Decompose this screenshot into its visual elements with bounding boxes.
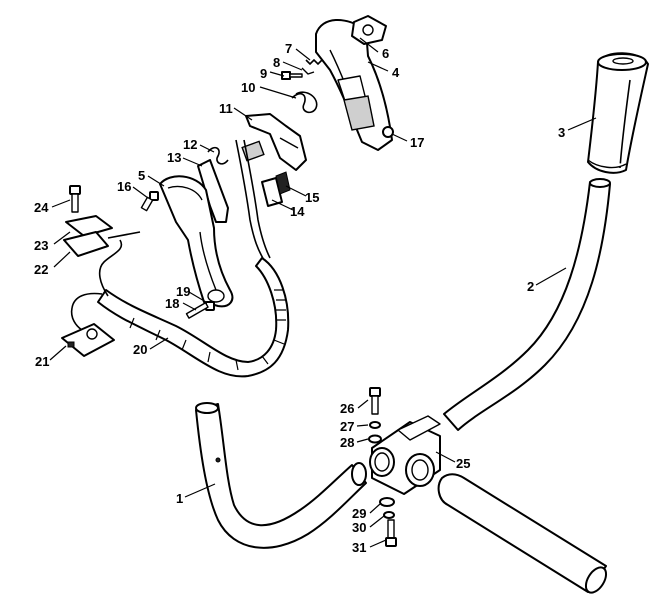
part-7-spring (305, 58, 323, 66)
callout-labels: 1 2 3 4 5 6 7 8 9 10 11 12 13 14 15 16 1… (34, 41, 565, 555)
part-22-contact-spring (63, 231, 141, 257)
part-25-clamp (369, 415, 441, 495)
callout-20: 20 (133, 342, 147, 357)
callout-2: 2 (527, 279, 534, 294)
part-16-screw (140, 191, 159, 212)
part-10-torsion-spring (291, 91, 318, 114)
part-5-rear-handle (159, 175, 234, 308)
callout-24: 24 (34, 200, 49, 215)
callout-17: 17 (410, 135, 424, 150)
part-3-grip (587, 52, 649, 174)
callout-10: 10 (241, 80, 255, 95)
callout-1: 1 (176, 491, 183, 506)
callout-26: 26 (340, 401, 354, 416)
callout-30: 30 (352, 520, 366, 535)
callout-16: 16 (117, 179, 131, 194)
part-6-star-knob (351, 15, 387, 45)
part-15-contact (275, 171, 291, 195)
part-12-spring (207, 146, 229, 165)
callout-19: 19 (176, 284, 190, 299)
cable-assembly (70, 139, 290, 378)
callout-23: 23 (34, 238, 48, 253)
part-26-screw (369, 387, 381, 415)
callout-22: 22 (34, 262, 48, 277)
part-27-washer (369, 421, 381, 429)
callout-18: 18 (165, 296, 179, 311)
callout-8: 8 (273, 55, 280, 70)
callout-5: 5 (138, 168, 145, 183)
callout-28: 28 (340, 435, 354, 450)
callout-15: 15 (305, 190, 319, 205)
callout-4: 4 (392, 65, 400, 80)
callout-29: 29 (352, 506, 366, 521)
part-2-right-handlebar-tube (443, 178, 611, 431)
part-18-screw (185, 301, 215, 319)
callout-31: 31 (352, 540, 366, 555)
callout-27: 27 (340, 419, 354, 434)
part-4-handle-housing (315, 18, 393, 151)
part-29-washer (379, 497, 395, 507)
part-9-screw (281, 71, 303, 80)
callout-11: 11 (219, 101, 233, 116)
part-1-left-handlebar-tube (195, 402, 367, 549)
callout-13: 13 (167, 150, 181, 165)
part-14-switch (261, 177, 283, 207)
callout-7: 7 (285, 41, 292, 56)
callout-9: 9 (260, 66, 267, 81)
part-8-clip (301, 67, 315, 75)
part-30-nut (383, 511, 395, 519)
callout-21: 21 (35, 354, 49, 369)
part-23-plate (65, 215, 113, 237)
callout-12: 12 (183, 137, 197, 152)
part-17-nut (382, 126, 394, 138)
part-20-conduit-ribs (129, 289, 286, 371)
part-28-washer (368, 434, 382, 444)
callout-14: 14 (290, 204, 305, 219)
callout-3: 3 (558, 125, 565, 140)
part-11-throttle-trigger (245, 113, 307, 171)
leader-lines (49, 37, 597, 548)
part-31-screw (385, 519, 397, 547)
part-21-short-circuit-switch (61, 323, 115, 357)
callout-6: 6 (382, 46, 389, 61)
part-24-screw (69, 185, 81, 213)
callout-25: 25 (456, 456, 470, 471)
lower-tube (437, 473, 608, 594)
